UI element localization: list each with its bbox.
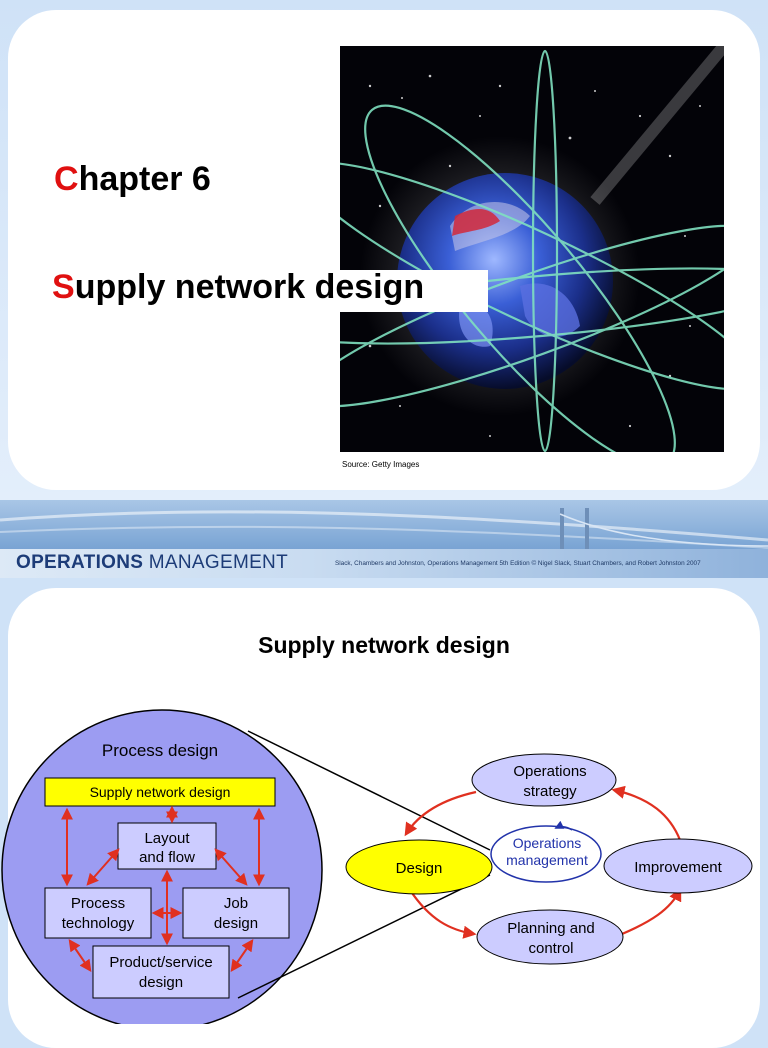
chapter-initial: C xyxy=(54,160,79,198)
layout-line1: Layout xyxy=(144,830,190,847)
arrow-layout-to-process xyxy=(86,848,120,886)
logo-strip xyxy=(0,549,768,578)
chapter-heading: Chapter 6 xyxy=(54,160,211,199)
planning-line1: Planning and xyxy=(507,920,595,937)
chapter-rest: hapter 6 xyxy=(78,160,211,198)
arrow-planning-to-improvement xyxy=(621,887,682,936)
process-technology-box xyxy=(44,887,152,939)
center-line1: Operations xyxy=(513,835,581,851)
operations-cycle-arrows xyxy=(404,785,682,939)
job-line2: design xyxy=(214,915,258,932)
process-tech-line2: technology xyxy=(62,915,135,932)
supply-network-design-box xyxy=(44,777,276,807)
logo-bold-text: OPERATIONS xyxy=(16,552,144,573)
arrow-improvement-to-strategy xyxy=(611,785,682,841)
subtitle-background xyxy=(40,270,488,312)
logo-light-text: MANAGEMENT xyxy=(143,552,288,573)
center-line2: management xyxy=(506,852,588,868)
slide-title: Supply network design xyxy=(258,632,510,658)
arrow-design-to-planning xyxy=(409,889,477,939)
layout-line2: and flow xyxy=(139,849,195,866)
improvement-node xyxy=(603,838,753,894)
job-line1: Job xyxy=(224,895,248,912)
image-source-caption: Source: Getty Images xyxy=(342,460,420,469)
chapter-subtitle: Supply network design xyxy=(52,268,424,307)
operations-management-logo: OPERATIONS MANAGEMENT xyxy=(16,552,288,574)
arrow-job-to-product xyxy=(230,939,254,972)
design-node xyxy=(345,839,493,895)
improvement-label: Improvement xyxy=(634,859,722,876)
product-service-design-box xyxy=(92,945,230,999)
subtitle-initial: S xyxy=(52,268,75,306)
design-label: Design xyxy=(396,860,443,877)
arrow-process-to-product xyxy=(68,939,92,972)
zoom-line-bottom xyxy=(237,874,491,999)
operations-management-center xyxy=(490,825,602,883)
process-tech-line1: Process xyxy=(71,895,125,912)
earth-orbit-image xyxy=(340,46,724,452)
strategy-line1: Operations xyxy=(513,763,586,780)
process-design-arrows xyxy=(61,805,265,972)
strategy-line2: strategy xyxy=(523,783,577,800)
operations-management-banner: OPERATIONS MANAGEMENT Slack, Chambers an… xyxy=(0,500,768,578)
job-design-box xyxy=(182,887,290,939)
process-design-diagram: Process design Supply network design Lay… xyxy=(1,709,753,1024)
arrow-layout-to-job xyxy=(214,848,248,886)
subtitle-rest: upply network design xyxy=(74,268,425,306)
arrow-strategy-to-design xyxy=(404,790,477,837)
product-line1: Product/service xyxy=(109,954,212,971)
process-design-label: Process design xyxy=(102,741,218,760)
layout-and-flow-box xyxy=(117,822,217,870)
planning-and-control-node xyxy=(476,909,624,965)
zoom-line-top xyxy=(247,730,491,851)
copyright-credit: Slack, Chambers and Johnston, Operations… xyxy=(335,560,701,567)
planning-line2: control xyxy=(528,940,573,957)
supply-network-design-label: Supply network design xyxy=(90,784,231,800)
center-cycle-arrow xyxy=(554,820,573,831)
product-line2: design xyxy=(139,974,183,991)
operations-strategy-node xyxy=(471,753,617,807)
bridge-illustration xyxy=(0,508,768,550)
